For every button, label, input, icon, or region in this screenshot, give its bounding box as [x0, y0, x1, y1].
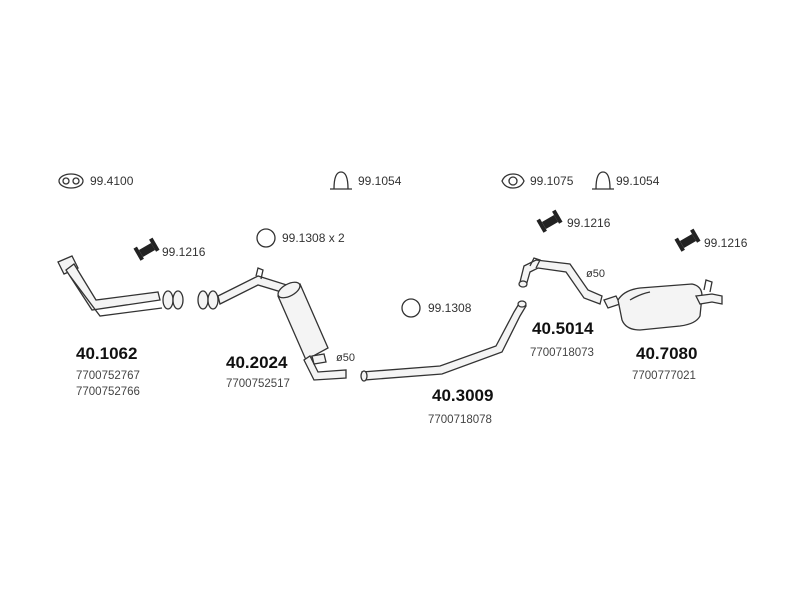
- clamp-icon: [592, 171, 614, 190]
- oem-number: 7700777021: [632, 370, 696, 382]
- part-number: 40.5014: [532, 319, 594, 338]
- part-number: 40.3009: [432, 386, 494, 405]
- hanger-ref-label: 99.1216: [567, 216, 611, 230]
- rear-silencer-40-7080: [603, 279, 723, 331]
- oem-number: 7700752517: [226, 378, 290, 390]
- hanger-ref-label: 99.1216: [162, 245, 206, 259]
- gasket-ref-label: 99.4100: [90, 174, 134, 188]
- sealing-ring-icon: [256, 228, 276, 248]
- ring-ref-label: 99.1308: [428, 301, 472, 315]
- part-number: 40.2024: [226, 353, 288, 372]
- flange-gasket-icon: [58, 173, 84, 189]
- gasket-icon: [501, 173, 525, 189]
- diameter-label: ø50: [336, 352, 355, 364]
- gasket-ref-label: 99.1075: [530, 174, 574, 188]
- diameter-label: ø50: [586, 268, 605, 280]
- part-number: 40.1062: [76, 344, 138, 363]
- pipe-40-5014: [518, 257, 603, 305]
- front-pipe-40-1062: [57, 255, 184, 317]
- rubber-hanger-icon: [133, 237, 160, 261]
- clamp-ref-label: 99.1054: [358, 174, 402, 188]
- oem-number: 7700718073: [530, 347, 594, 359]
- clamp-icon: [330, 171, 352, 190]
- intermediate-pipe-40-3009: [360, 300, 527, 382]
- ring-ref-label: 99.1308 x 2: [282, 231, 345, 245]
- hanger-ref-label: 99.1216: [704, 236, 748, 250]
- front-silencer-40-2024: [197, 267, 347, 381]
- sealing-ring-icon: [401, 298, 421, 318]
- part-number: 40.7080: [636, 344, 698, 363]
- rubber-hanger-icon: [674, 228, 701, 252]
- oem-number: 7700752766: [76, 386, 140, 398]
- oem-number: 7700752767: [76, 370, 140, 382]
- rubber-hanger-icon: [536, 209, 563, 233]
- oem-number: 7700718078: [428, 414, 492, 426]
- clamp-ref-label: 99.1054: [616, 174, 660, 188]
